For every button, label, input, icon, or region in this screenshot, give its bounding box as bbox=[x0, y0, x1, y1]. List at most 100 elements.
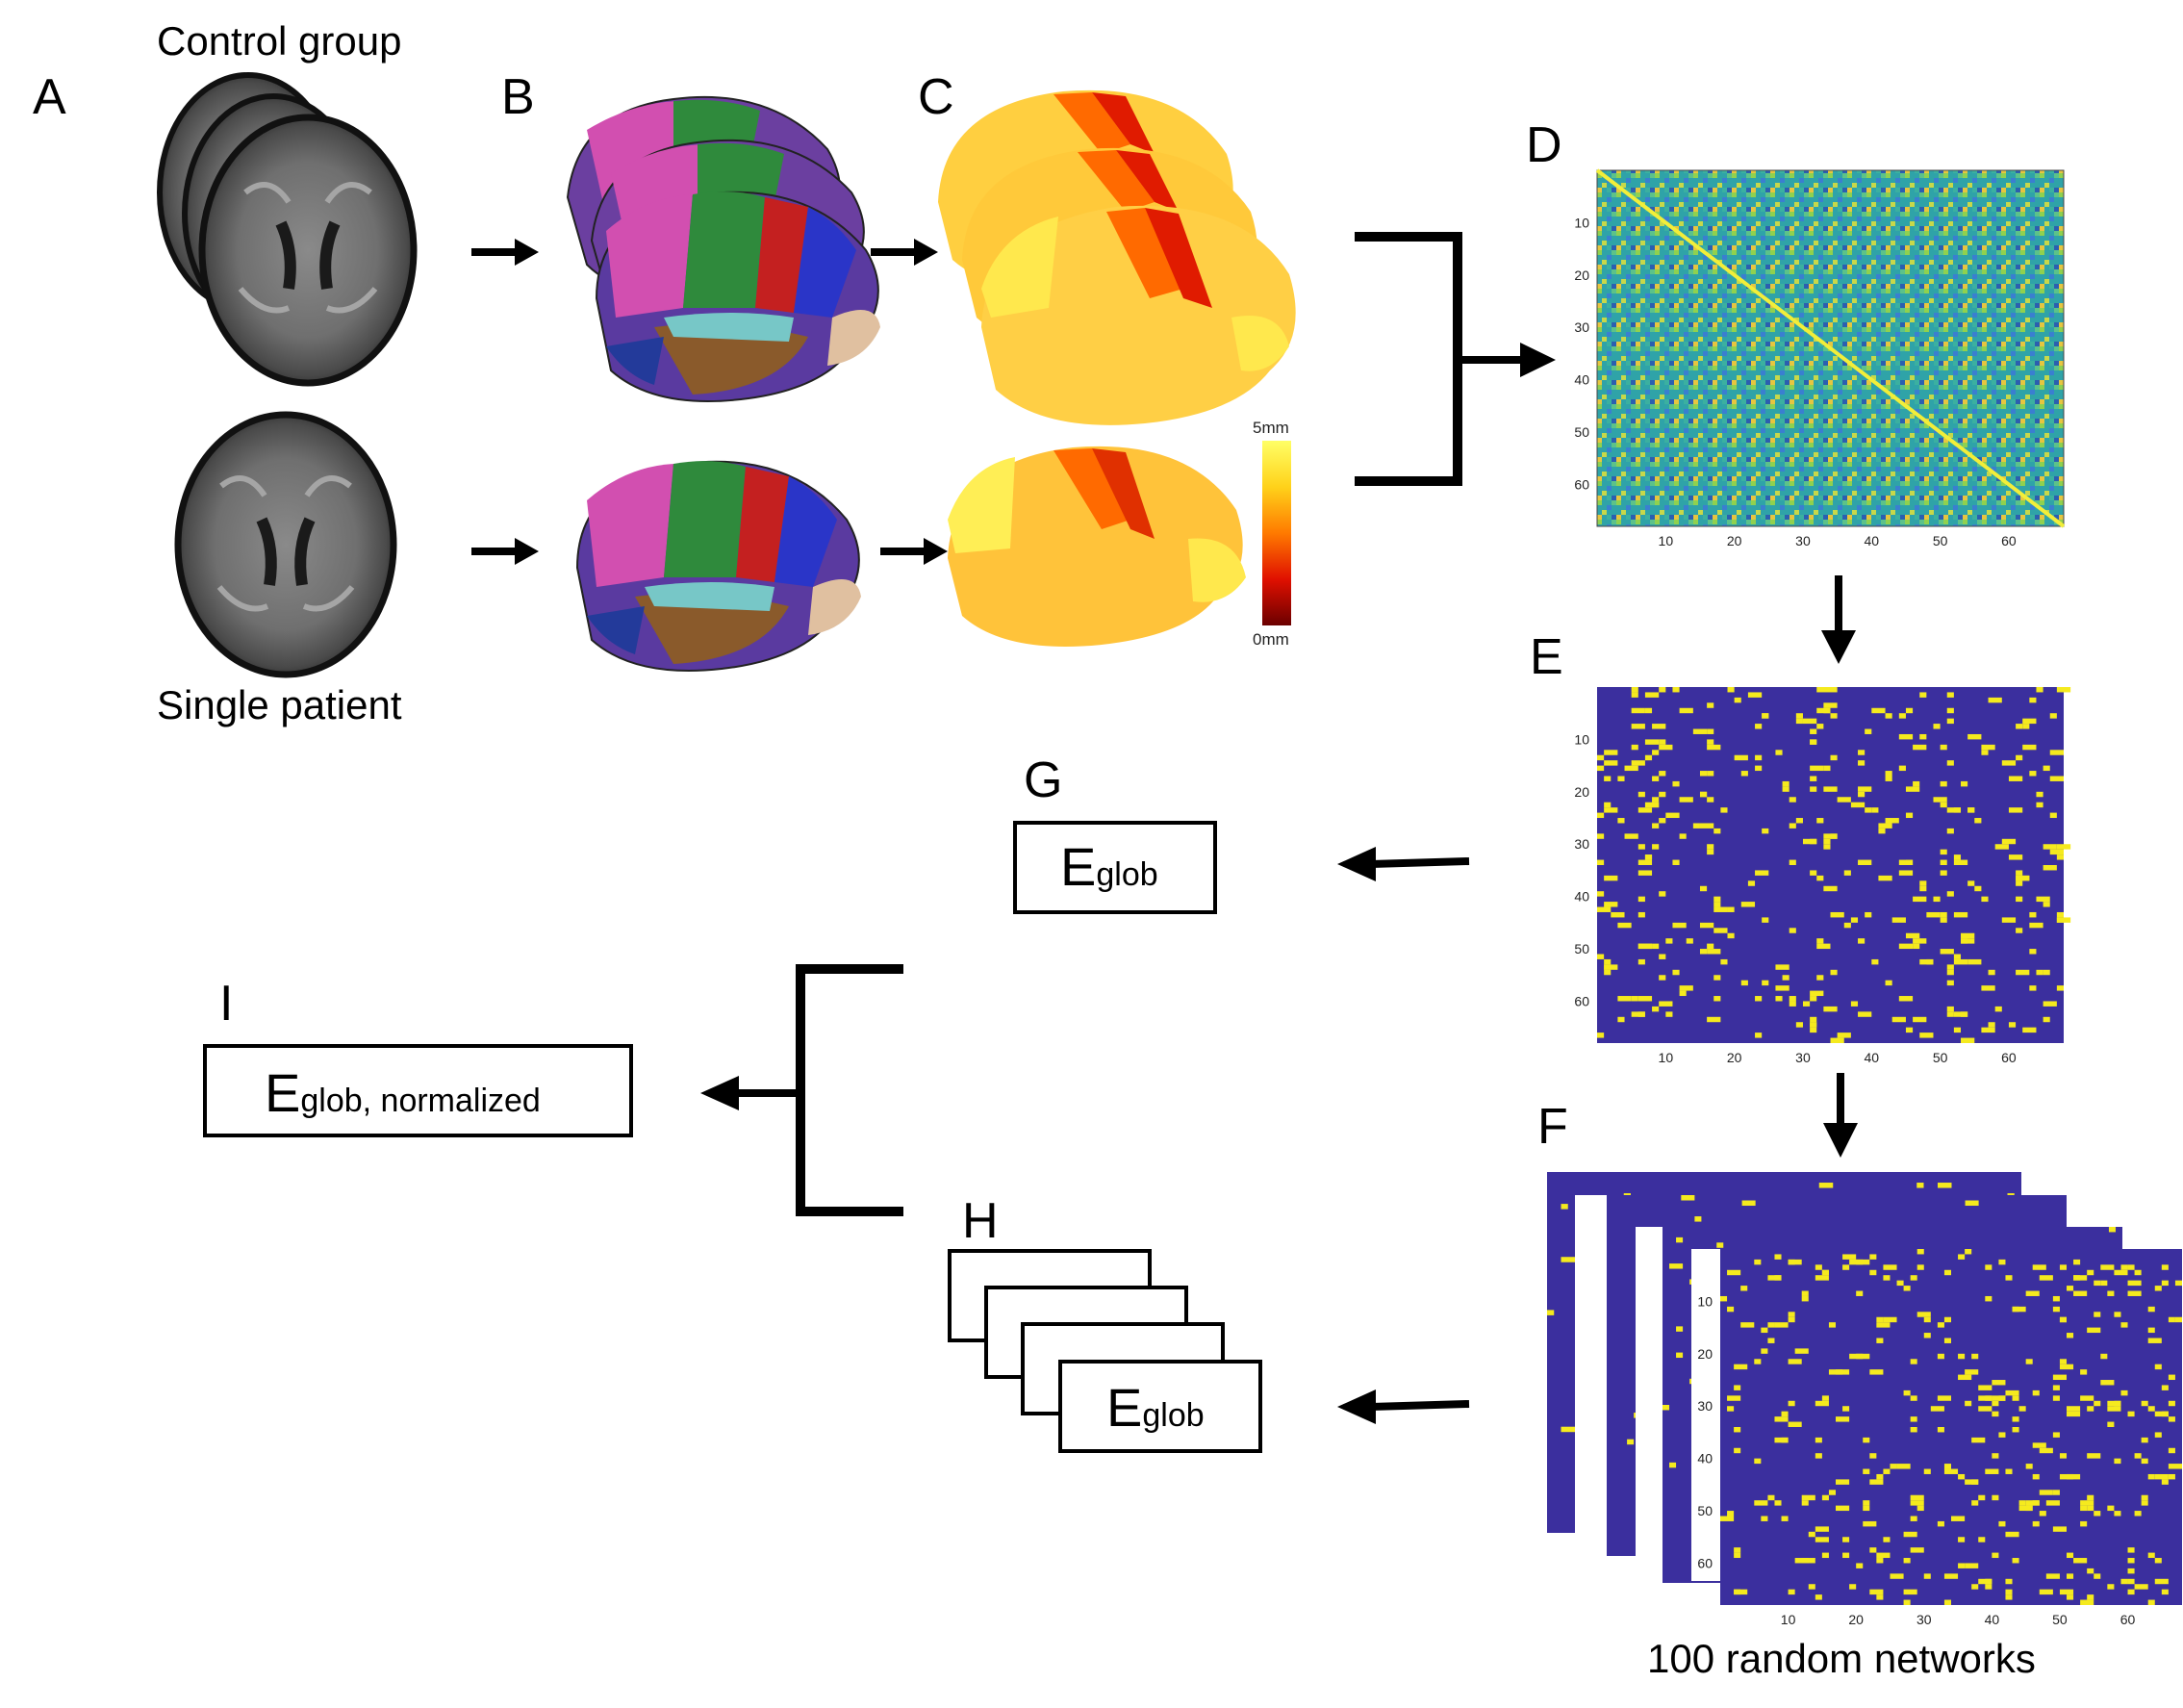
edge-cell bbox=[1865, 911, 1872, 918]
edge-cell bbox=[1946, 891, 1954, 897]
edge-cell bbox=[1699, 771, 1708, 777]
edge-cell bbox=[1810, 1016, 1817, 1023]
edge-cell bbox=[2168, 1447, 2175, 1454]
edge-cell bbox=[1938, 1183, 1952, 1188]
panel-label-i: I bbox=[219, 976, 233, 1032]
tick-label: 50 bbox=[1697, 1503, 1713, 1518]
edge-cell bbox=[1604, 969, 1612, 976]
edge-cell bbox=[1965, 1200, 1979, 1207]
edge-cell bbox=[2127, 1568, 2135, 1574]
edge-cell bbox=[2067, 1286, 2074, 1291]
edge-cell bbox=[1686, 938, 1693, 944]
edge-cell bbox=[2134, 1584, 2148, 1590]
edge-cell bbox=[1604, 807, 1618, 813]
edge-cell bbox=[2087, 1568, 2094, 1574]
edge-cell bbox=[1659, 739, 1666, 745]
edge-cell bbox=[1876, 1558, 1884, 1564]
edge-cell bbox=[1898, 870, 1914, 876]
tick-label: 10 bbox=[1659, 1050, 1674, 1065]
edge-cell bbox=[1676, 1352, 1684, 1359]
edge-cell bbox=[1869, 1269, 1877, 1276]
edge-cell bbox=[1863, 1505, 1870, 1512]
edge-cell bbox=[1958, 1563, 1966, 1568]
edge-cell bbox=[2059, 1589, 2074, 1595]
edge-cell bbox=[1937, 1322, 1944, 1328]
edge-cell bbox=[2073, 1558, 2088, 1564]
edge-cell bbox=[2059, 1453, 2067, 1459]
edge-cell bbox=[2005, 1578, 2013, 1585]
edge-cell bbox=[1823, 702, 1838, 708]
edge-cell bbox=[1637, 958, 1645, 965]
edge-cell bbox=[1816, 818, 1824, 824]
edge-cell bbox=[1978, 1578, 1993, 1585]
edge-cell bbox=[1816, 707, 1831, 714]
edge-cell bbox=[1836, 1369, 1850, 1375]
edge-cell bbox=[1747, 692, 1763, 698]
edge-cell bbox=[1858, 750, 1866, 755]
svg-text:Eglob: Eglob bbox=[1060, 836, 1158, 897]
edge-cell bbox=[2059, 1359, 2067, 1364]
tick-label: 50 bbox=[1933, 533, 1948, 548]
edge-cell bbox=[2036, 896, 2050, 903]
edge-cell bbox=[1933, 724, 1941, 729]
edge-cell bbox=[2012, 1306, 2026, 1313]
edge-cell bbox=[1967, 958, 1982, 965]
thickness-colorbar: 5mm 0mm bbox=[1253, 419, 1291, 649]
edge-cell bbox=[1631, 692, 1638, 698]
edge-cell bbox=[1754, 1259, 1762, 1265]
edge-cell bbox=[1631, 724, 1645, 729]
edge-cell bbox=[1815, 1594, 1822, 1600]
edge-cell bbox=[1597, 891, 1605, 897]
edge-cell bbox=[1937, 1395, 1951, 1401]
edge-cell bbox=[2045, 1573, 2060, 1579]
edge-cell bbox=[2025, 1505, 2033, 1512]
edge-cell bbox=[2032, 1264, 2046, 1270]
edge-cell bbox=[1967, 733, 1982, 740]
eglob-subscript: glob bbox=[1096, 856, 1157, 893]
edge-cell bbox=[1794, 1348, 1809, 1354]
edge-cell bbox=[1953, 911, 1968, 918]
edge-cell bbox=[2022, 1027, 2037, 1033]
edge-cell bbox=[1946, 707, 1954, 714]
edge-cell bbox=[1940, 780, 1947, 787]
edge-cell bbox=[1815, 1526, 1829, 1532]
edge-cell bbox=[1876, 1594, 1884, 1600]
edge-cell bbox=[2107, 1421, 2115, 1427]
arrow-e-to-g bbox=[1337, 847, 1470, 881]
tick-label: 20 bbox=[1574, 784, 1589, 800]
edge-cell bbox=[1910, 1547, 1924, 1553]
edge-cell bbox=[1913, 744, 1927, 751]
tick-label: 30 bbox=[1574, 319, 1589, 335]
edge-cell bbox=[1604, 902, 1618, 907]
edge-cell bbox=[1775, 996, 1783, 1002]
tick-label: 50 bbox=[2052, 1612, 2068, 1627]
edge-cell bbox=[1830, 713, 1838, 719]
bracket-to-matrix bbox=[1355, 232, 1556, 486]
edge-cell bbox=[1665, 938, 1673, 944]
edge-cell bbox=[1788, 1589, 1795, 1595]
edge-cell bbox=[1967, 807, 1975, 813]
tick-label: 10 bbox=[1574, 215, 1589, 230]
tick-label: 60 bbox=[2001, 1050, 2017, 1065]
edge-cell bbox=[1637, 1011, 1645, 1017]
edge-cell bbox=[2114, 1458, 2121, 1465]
edge-cell bbox=[1815, 1400, 1829, 1407]
edge-cell bbox=[1958, 1353, 1966, 1360]
edge-cell bbox=[1707, 797, 1714, 803]
edge-cell bbox=[1597, 906, 1612, 912]
edge-cell bbox=[1775, 750, 1783, 755]
edge-cell bbox=[2127, 1558, 2135, 1564]
eglob-box-front bbox=[1058, 1360, 1262, 1453]
edge-cell bbox=[1754, 1500, 1768, 1506]
edge-cell bbox=[2043, 865, 2057, 871]
edge-cell bbox=[2049, 713, 2057, 719]
edge-cell bbox=[1652, 724, 1666, 729]
edge-cell bbox=[2032, 1473, 2040, 1480]
control-parcellation-stack bbox=[566, 95, 880, 402]
edge-cell bbox=[1961, 938, 1968, 944]
edge-cell bbox=[1740, 902, 1756, 907]
edge-cell bbox=[2107, 1400, 2121, 1407]
edge-cell bbox=[1810, 990, 1824, 997]
edge-cell bbox=[1821, 1552, 1829, 1559]
edge-cell bbox=[1878, 875, 1892, 881]
